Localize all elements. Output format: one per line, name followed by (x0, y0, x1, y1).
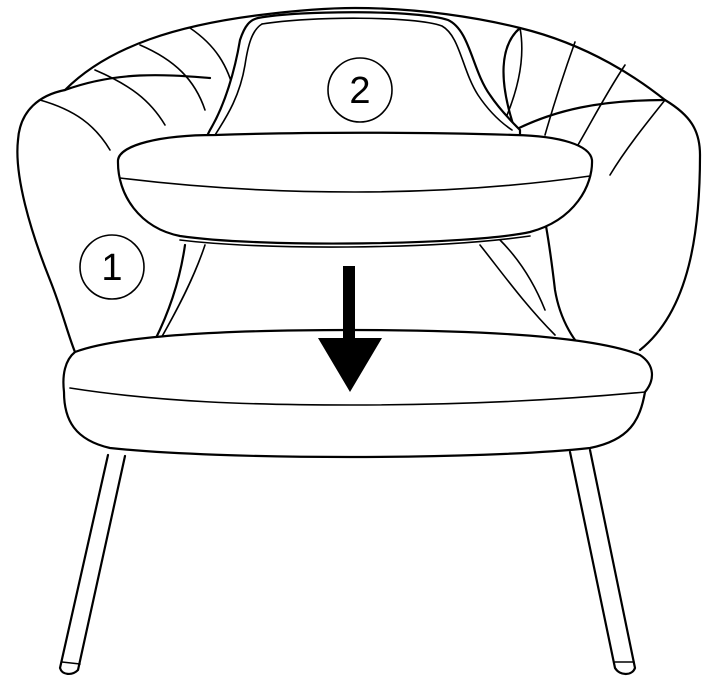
arrow-shaft (343, 266, 355, 344)
back-cushion-body (118, 133, 592, 244)
left-arm-outline (17, 140, 75, 352)
label-one: 1 (80, 235, 144, 299)
back-cushion (118, 12, 592, 247)
chair-legs (60, 450, 635, 674)
tufting-left-3 (190, 28, 235, 95)
leg-front-right (570, 450, 635, 674)
tufting-right-4 (610, 100, 665, 175)
label-one-text: 1 (101, 247, 122, 289)
leg-front-left (60, 455, 125, 674)
left-arm-inner (155, 245, 185, 340)
seat-cavity-right (480, 245, 555, 335)
label-two-text: 2 (349, 70, 370, 112)
leg-front-left-cap (62, 662, 80, 664)
tufting-left-4 (40, 100, 110, 150)
tufting-right-2 (545, 42, 575, 135)
